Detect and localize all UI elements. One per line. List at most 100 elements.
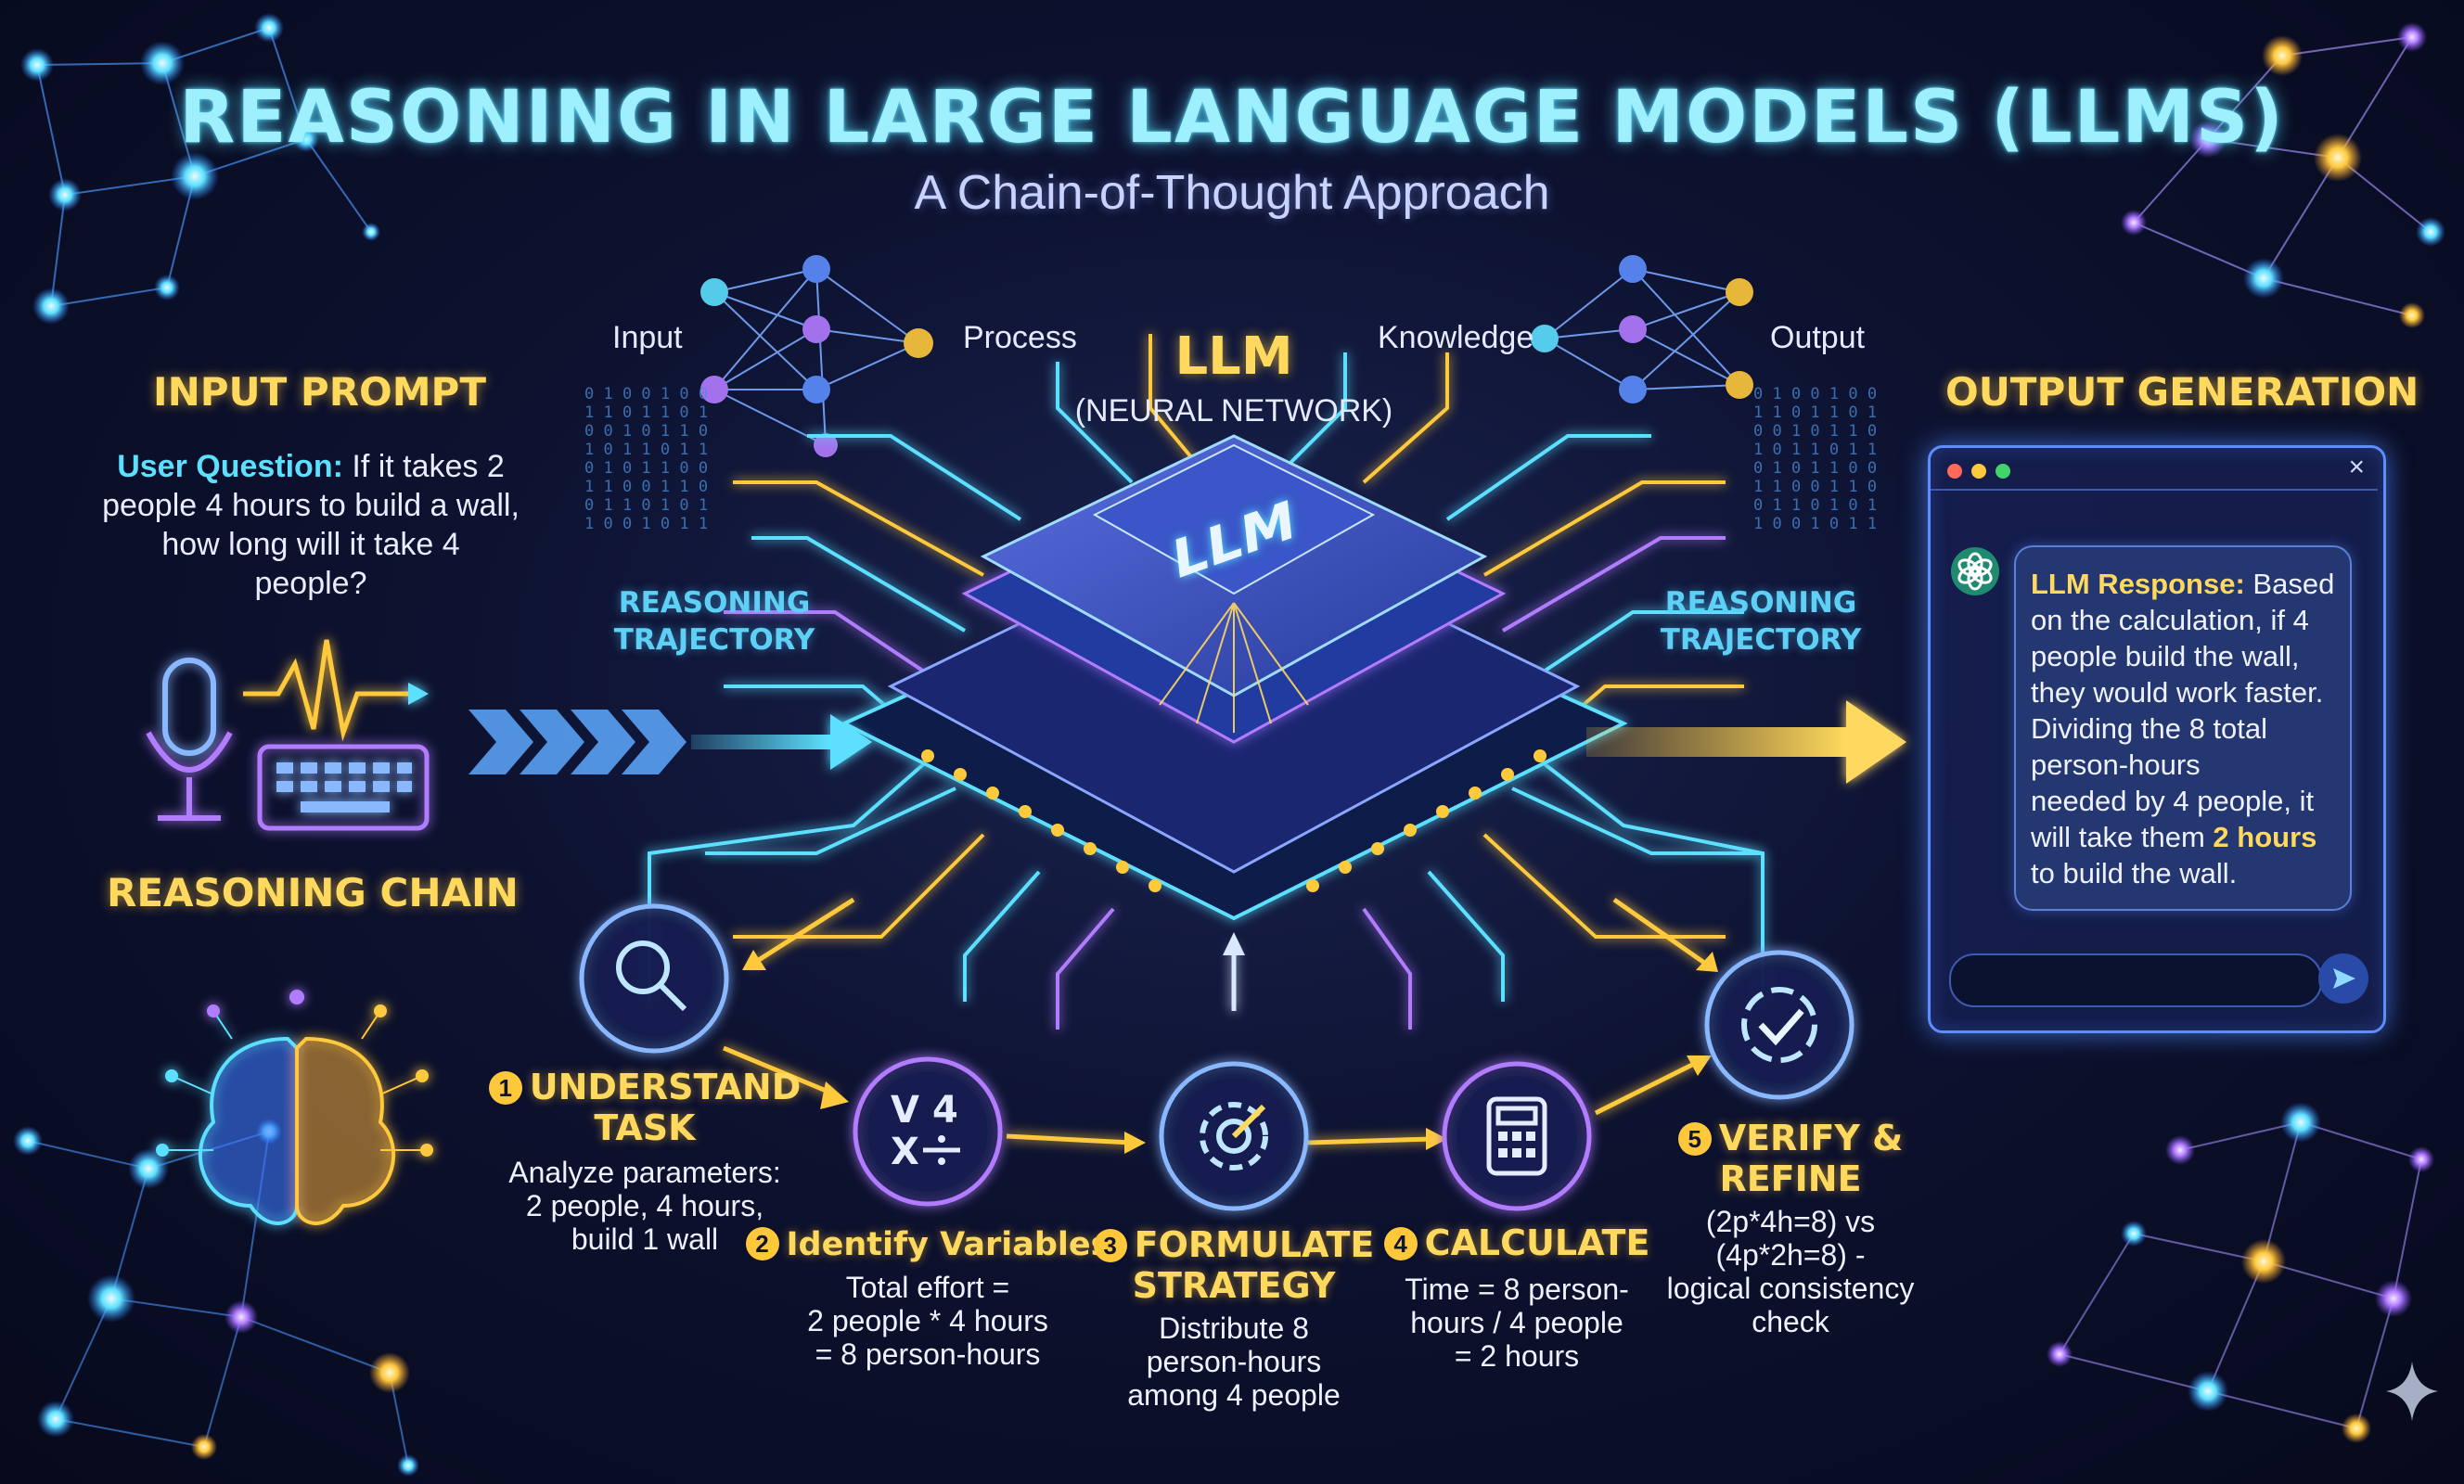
reasoning-trajectory-right: REASONING TRAJECTORY [1640, 584, 1881, 659]
step-arrows [723, 897, 1709, 1145]
network-label-input: Input [612, 320, 683, 355]
traj-left-line-2: TRAJECTORY [613, 623, 815, 657]
neural-net-left-icon [700, 255, 933, 457]
binary-row: 0 1 0 0 1 0 0 [1753, 385, 1878, 403]
binary-row: 1 1 0 1 1 0 1 [1753, 403, 1878, 422]
binary-row: 0 0 1 0 1 1 0 [584, 422, 709, 441]
step-3-body-line: Distribute 8 [1159, 1311, 1309, 1345]
traj-left-line-1: REASONING [618, 586, 811, 620]
step-1-number: 1 [488, 1071, 522, 1105]
response-text: LLM Response: Based on the calculation, … [2031, 566, 2346, 891]
user-question: User Question: If it takes 2 people 4 ho… [102, 447, 520, 603]
step-3-title-line-2: STRATEGY [1132, 1265, 1336, 1306]
response-line: on the calculation, if 4 [2031, 604, 2309, 636]
step-4-body-line: Time = 8 person- [1405, 1273, 1629, 1306]
step-1-title-line-2: TASK [594, 1107, 696, 1148]
sparkle-icon [2386, 1362, 2438, 1421]
step-4-number: 4 [1383, 1227, 1418, 1260]
magnifier-icon [616, 940, 687, 1012]
step-5-title-line-1: VERIFY & [1718, 1118, 1904, 1158]
step-4-body-line: hours / 4 people [1410, 1306, 1623, 1339]
calculator-icon [1486, 1096, 1547, 1176]
output-generation-heading: OUTPUT GENERATION [1945, 369, 2419, 415]
reasoning-chain-heading: REASONING CHAIN [107, 870, 519, 915]
page-subtitle: A Chain-of-Thought Approach [914, 166, 1550, 220]
step-1-body: Analyze parameters: 2 people, 4 hours, b… [464, 1156, 826, 1256]
binary-row: 0 1 0 0 1 0 0 [584, 385, 709, 403]
send-button[interactable] [2318, 953, 2368, 1004]
binary-row: 1 0 0 1 0 1 1 [584, 515, 709, 533]
response-highlight: 2 hours [2213, 821, 2317, 853]
chat-input[interactable] [1949, 953, 2322, 1007]
binary-row: 1 0 0 1 0 1 1 [1753, 515, 1878, 533]
user-question-text: If it takes 2 people 4 hours to build a … [102, 449, 520, 601]
step-3-title-line-1: FORMULATE [1134, 1224, 1375, 1265]
traj-right-line-1: REASONING [1664, 586, 1857, 620]
user-question-label: User Question: [117, 449, 343, 484]
network-label-output: Output [1770, 320, 1866, 355]
window-dot-close[interactable] [1947, 464, 1962, 479]
waveform-icon [243, 639, 429, 742]
step-2-title-line-1: Identify Variables [786, 1226, 1110, 1263]
binary-row: 1 0 1 1 0 1 1 [584, 441, 709, 459]
response-line: people build the wall, [2031, 640, 2300, 672]
window-dot-minimize[interactable] [1971, 464, 1986, 479]
response-line: they would work faster. [2031, 676, 2324, 709]
binary-row: 1 1 0 0 1 1 0 [584, 478, 709, 496]
step-1-title-line-1: UNDERSTAND [529, 1067, 802, 1107]
circuit-traces [648, 334, 1765, 1030]
svg-text:4: 4 [932, 1089, 958, 1132]
output-arrow [1586, 700, 1906, 784]
response-line: Based [2252, 568, 2335, 600]
binary-row: 0 0 1 0 1 1 0 [1753, 422, 1878, 441]
step-5-body-line: (4p*2h=8) - [1715, 1238, 1866, 1272]
binary-row: 0 1 0 1 1 0 0 [1753, 459, 1878, 478]
input-arrow [691, 714, 872, 770]
svg-text:X: X [891, 1131, 919, 1173]
neural-net-right-icon [1531, 255, 1753, 403]
binary-row: 1 1 0 0 1 1 0 [1753, 478, 1878, 496]
response-line: person-hours [2031, 748, 2201, 781]
binary-row: 1 1 0 1 1 0 1 [584, 403, 709, 422]
response-bubble: LLM Response: Based on the calculation, … [2014, 545, 2352, 911]
reasoning-trajectory-left: REASONING TRAJECTORY [594, 584, 835, 659]
chat-logo-icon [1951, 547, 1999, 595]
response-label: LLM Response: [2031, 568, 2245, 600]
step-2-body-line: Total effort = [845, 1271, 1010, 1304]
binary-row: 0 1 1 0 1 0 1 [1753, 496, 1878, 515]
binary-row: 1 0 1 1 0 1 1 [1753, 441, 1878, 459]
keyboard-icon [257, 744, 430, 831]
step-3-number: 3 [1093, 1229, 1127, 1262]
step-5-body-line: (2p*4h=8) vs [1705, 1205, 1876, 1238]
step-4-body-line: = 2 hours [1454, 1339, 1580, 1373]
llm-subtitle: (NEURAL NETWORK) [1074, 393, 1393, 429]
network-label-knowledge: Knowledge [1378, 320, 1534, 355]
response-line: will take them [2031, 821, 2205, 853]
response-line: needed by 4 people, it [2031, 785, 2315, 817]
traj-right-line-2: TRAJECTORY [1660, 623, 1862, 657]
input-prompt-heading: INPUT PROMPT [153, 369, 486, 415]
step-arrowheads [742, 932, 1718, 1154]
step-4-body: Time = 8 person- hours / 4 people = 2 ho… [1359, 1273, 1675, 1373]
page-title: REASONING IN LARGE LANGUAGE MODELS (LLMS… [179, 76, 2285, 160]
step-5-title-line-2: REFINE [1719, 1158, 1862, 1199]
step-5-number: 5 [1677, 1122, 1712, 1156]
llm-chip [840, 434, 1628, 921]
close-icon[interactable]: × [2348, 452, 2365, 482]
step-5-body-line: check [1752, 1305, 1829, 1338]
step-3-body-line: person-hours [1146, 1345, 1322, 1378]
window-dot-maximize[interactable] [1996, 464, 2010, 479]
